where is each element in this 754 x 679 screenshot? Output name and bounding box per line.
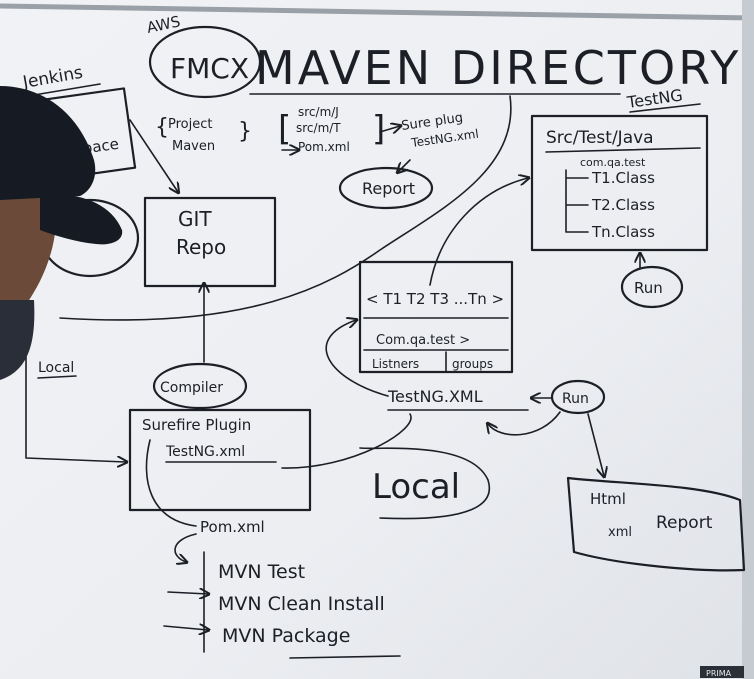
svg-text:{: { [155,115,169,140]
run-bubble-right [620,265,684,309]
xml-label: xml [608,525,632,540]
git-label: GIT [178,207,212,231]
local-big-label: Local [372,467,460,507]
package-row: Com.qa.test > [376,333,470,348]
src-test-box [530,114,709,252]
svg-text:]: ] [372,109,385,149]
class-t2: T2.Class [591,196,655,214]
command-test: MVN Test [218,561,305,583]
class-t1: T1.Class [591,169,655,187]
groups-cell: groups [452,357,493,371]
pom-xml-label: Pom.xml [200,518,265,536]
git-repo-box [143,196,277,288]
repo-label: Repo [176,235,226,259]
run-label-right: Run [634,279,663,297]
html-report-box [566,476,746,572]
report-bubble-label: Report [362,179,415,198]
class-tn: Tn.Class [591,223,655,241]
surefire-plugin-label: Surefire Plugin [142,416,251,434]
page-title: MAVEN DIRECTORY [255,41,741,95]
command-clean-install: MVN Clean Install [218,593,385,615]
src-test-title: Src/Test/Java [546,128,654,148]
package-name: com.qa.test [580,156,646,169]
src-main-java: src/m/J [298,105,339,119]
run-bubble-mid [550,379,606,415]
svg-text:}: } [238,119,252,144]
compiler-label: Compiler [160,380,223,396]
pom-xml-top: Pom.xml [298,140,350,154]
maven-label: Maven [172,139,215,154]
report-label: Report [656,513,713,533]
command-package: MVN Package [222,625,350,647]
testng-xml-label: TestNG.XML [387,387,483,406]
cloud-circle [148,25,262,99]
compiler-bubble [152,362,248,410]
surefire-testng-label: TestNG.xml [165,444,245,460]
title-scribble: FMCX [170,52,249,85]
xml-structure-box [358,260,514,374]
html-label: Html [590,490,626,508]
corner-brand: PRIMA [706,669,732,678]
local-side-label: Local [38,360,74,376]
report-bubble [338,166,434,210]
surefire-box [128,408,312,512]
svg-text:[: [ [278,109,291,149]
run-label-mid: Run [562,391,589,407]
project-label: Project [168,117,212,132]
person-silhouette [0,86,123,380]
src-main-test: src/m/T [296,121,341,135]
listeners-cell: Listners [372,357,419,371]
tests-row: < T1 T2 T3 ...Tn > [366,290,504,308]
